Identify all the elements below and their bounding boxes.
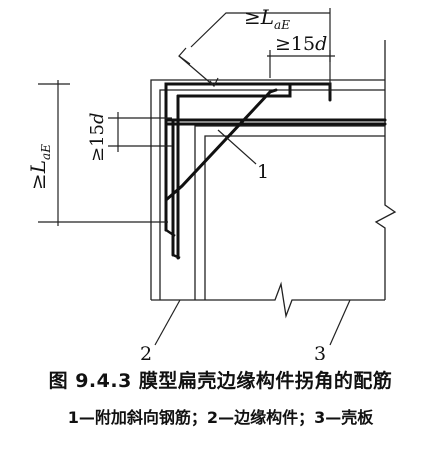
left-anchorage-dimension [38, 80, 168, 226]
top-bend-prefix: ≥ [275, 33, 291, 55]
left-bend-prefix: ≥ [87, 147, 108, 162]
top-anchorage-symbol: L [260, 5, 274, 29]
left-anchorage-subscript: aE [39, 144, 53, 160]
left-bend-value: 15 [87, 124, 108, 147]
bar-hooks [165, 228, 181, 260]
break-lines [151, 40, 397, 319]
top-anchorage-prefix: ≥ [244, 5, 261, 29]
left-bend-label: ≥15d [87, 112, 108, 162]
reinforcement-corner-drawing: ≥LaE ≥15d ≥LaE ≥15d 1 2 3 [26, 5, 397, 360]
left-bend-dimension [108, 112, 172, 152]
left-anchorage-label: ≥LaE [26, 144, 53, 190]
figure-caption-title: 图 9.4.3 膜型扁壳边缘构件拐角的配筋 [48, 370, 393, 392]
top-bend-unit: d [315, 33, 327, 55]
diagonal-bar [164, 88, 278, 232]
main-bars [164, 82, 387, 260]
edge-member-outline [150, 79, 385, 300]
left-bend-unit: d [87, 112, 108, 124]
top-anchorage-subscript: aE [274, 18, 290, 32]
callout-1-label: 1 [257, 161, 269, 183]
left-anchorage-symbol: L [26, 160, 50, 174]
callout-2-label: 2 [140, 343, 152, 360]
top-bend-dimension [267, 50, 335, 78]
figure-caption-legend: 1—附加斜向钢筋；2—边缘构件；3—壳板 [67, 408, 374, 427]
callout-leaders [154, 129, 351, 346]
top-anchorage-label: ≥LaE [244, 5, 290, 32]
left-anchorage-prefix: ≥ [26, 173, 50, 190]
callout-3-label: 3 [314, 343, 326, 360]
top-bend-value: 15 [291, 33, 315, 55]
top-bend-label: ≥15d [275, 33, 327, 55]
